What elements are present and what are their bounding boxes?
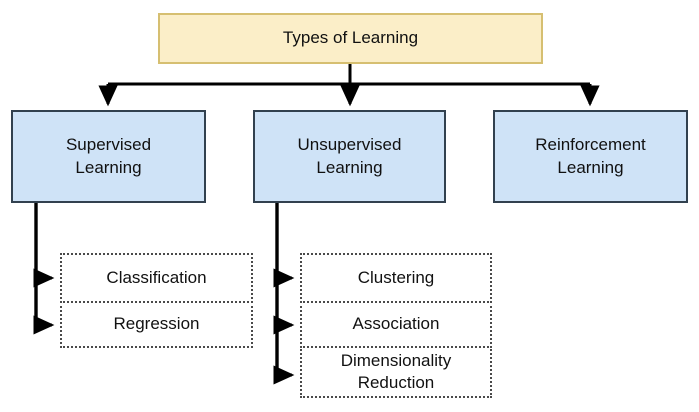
node-label-supervised-learning: Supervised Learning bbox=[65, 135, 152, 177]
node-unsupervised-learning[interactable]: Unsupervised Learning bbox=[253, 110, 446, 203]
node-label-dimensionality-reduction: Dimensionality Reduction bbox=[340, 350, 452, 392]
node-label-association: Association bbox=[352, 314, 440, 334]
node-label-regression: Regression bbox=[113, 314, 200, 334]
node-label-classification: Classification bbox=[106, 267, 207, 287]
node-association[interactable]: Association bbox=[300, 301, 492, 348]
node-clustering[interactable]: Clustering bbox=[300, 253, 492, 303]
node-label-types-of-learning: Types of Learning bbox=[282, 28, 419, 48]
node-classification[interactable]: Classification bbox=[60, 253, 253, 303]
node-reinforcement-learning[interactable]: Reinforcement Learning bbox=[493, 110, 688, 203]
node-regression[interactable]: Regression bbox=[60, 301, 253, 348]
connector-unsupervised-trunk bbox=[273, 203, 295, 385]
node-supervised-learning[interactable]: Supervised Learning bbox=[11, 110, 206, 203]
node-label-clustering: Clustering bbox=[357, 267, 435, 287]
node-dimensionality-reduction[interactable]: Dimensionality Reduction bbox=[300, 346, 492, 398]
node-label-unsupervised-learning: Unsupervised Learning bbox=[297, 135, 402, 177]
node-types-of-learning[interactable]: Types of Learning bbox=[158, 13, 543, 64]
connector-title-to-bar bbox=[108, 64, 590, 86]
connector-supervised-trunk bbox=[33, 203, 55, 335]
node-label-reinforcement-learning: Reinforcement Learning bbox=[535, 135, 646, 177]
